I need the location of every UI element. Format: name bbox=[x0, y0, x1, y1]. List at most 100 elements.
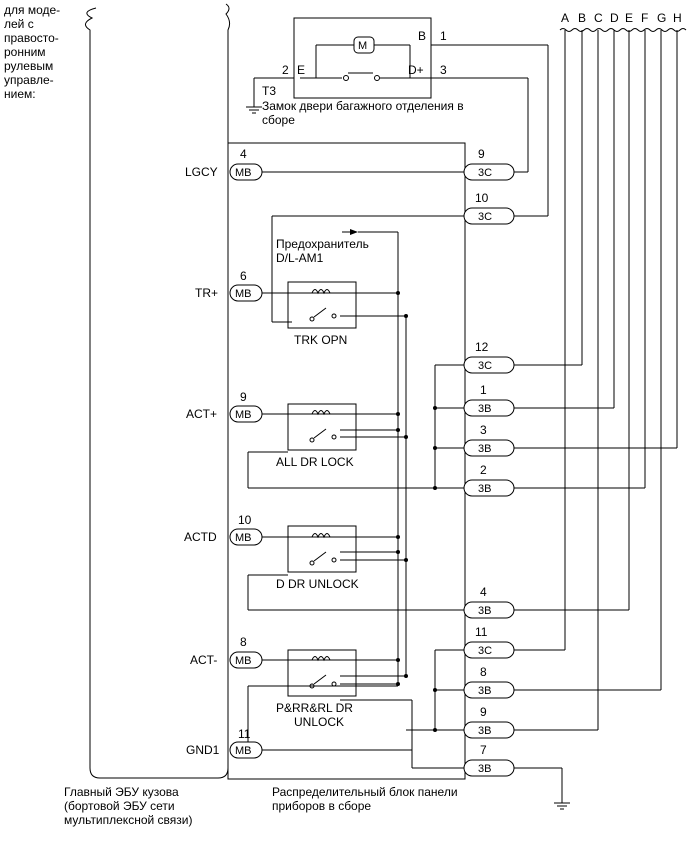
connector-pin-number: 12 bbox=[475, 340, 489, 354]
relay-coil-icon bbox=[311, 289, 331, 295]
body-ecu-outline bbox=[85, 3, 231, 779]
connector-label: 3B bbox=[478, 763, 491, 775]
left-note-line: лей с bbox=[4, 17, 34, 31]
ecu-pin-name: ACT- bbox=[190, 653, 217, 667]
connector-3b-9: 9 3B bbox=[463, 705, 515, 739]
connector-3b-3: 3 3B bbox=[463, 423, 515, 457]
connector-label: 3B bbox=[478, 403, 491, 415]
connector-pin-number: 4 bbox=[480, 585, 487, 599]
left-note-line: рулевым bbox=[4, 59, 53, 73]
relay-coil-icon bbox=[311, 410, 331, 416]
connector-pin-number: 10 bbox=[475, 191, 489, 205]
trunk-lock-assembly: M B 1 E 2 D+ 3 T3 Замок двери багажного … bbox=[246, 17, 464, 127]
relay-label: P&RR&RL DR bbox=[276, 701, 353, 715]
relay-label: D DR UNLOCK bbox=[276, 577, 359, 591]
ecu-pin-number: 11 bbox=[238, 727, 251, 741]
fuse-label: Предохранитель D/L-AM1 bbox=[276, 237, 369, 265]
ecu-pin-name: ACTD bbox=[184, 530, 217, 544]
connector-3c-9: 9 3C bbox=[463, 147, 515, 181]
junction-block-caption-line: Распределительный блок панели bbox=[272, 785, 458, 799]
connector-pin-number: 9 bbox=[478, 147, 485, 161]
ecu-pin-act-plus: ACT+ 9 MB bbox=[186, 390, 263, 423]
fuse-label-line: D/L-AM1 bbox=[276, 251, 324, 265]
column-label: H bbox=[673, 11, 682, 25]
pin-d-number: 3 bbox=[440, 63, 447, 77]
connector-label: 3B bbox=[478, 685, 491, 697]
relay-all-dr-lock: ALL DR LOCK bbox=[276, 403, 357, 469]
relay-label: ALL DR LOCK bbox=[276, 455, 354, 469]
connector-3c-10: 10 3C bbox=[463, 191, 515, 225]
internal-wiring bbox=[247, 171, 464, 769]
relay-label: TRK OPN bbox=[294, 333, 347, 347]
connector-label: 3B bbox=[478, 725, 491, 737]
column-label: G bbox=[657, 11, 666, 25]
left-note-line: для моде- bbox=[4, 3, 60, 17]
column-label: C bbox=[594, 11, 603, 25]
connector-label: 3C bbox=[478, 211, 492, 223]
ecu-pin-name: LGCY bbox=[185, 165, 218, 179]
left-note: для моде- лей с правосто- ронним рулевым… bbox=[4, 3, 60, 101]
connector-pin-number: 2 bbox=[480, 463, 487, 477]
connector-pin-number: 9 bbox=[480, 705, 487, 719]
ecu-pin-lgcy: LGCY 4 MB bbox=[185, 147, 263, 181]
connector-3b-4: 4 3B bbox=[463, 585, 515, 619]
right-connectors: 9 3C 10 3C 12 3C 1 3B 3 3B 2 3B bbox=[463, 147, 515, 777]
trunk-lock-caption-line: Замок двери багажного отделения в bbox=[262, 99, 464, 113]
motor-label: M bbox=[358, 40, 367, 52]
body-ecu-caption-line: (бортовой ЭБУ сети bbox=[64, 799, 175, 813]
ecu-pin-number: 10 bbox=[238, 513, 252, 527]
ecu-pin-actd: ACTD 10 MB bbox=[184, 513, 263, 546]
connector-label: MB bbox=[235, 288, 252, 300]
ecu-pin-gnd1: GND1 11 MB bbox=[186, 727, 263, 759]
left-note-line: ронним bbox=[4, 45, 46, 59]
connector-3b-7: 7 3B bbox=[463, 743, 515, 777]
column-label: A bbox=[561, 11, 569, 25]
body-ecu-caption: Главный ЭБУ кузова (бортовой ЭБУ сети му… bbox=[64, 785, 192, 827]
ecu-pin-name: ACT+ bbox=[186, 407, 217, 421]
connector-label: 3B bbox=[478, 605, 491, 617]
connector-pin-number: 7 bbox=[480, 743, 487, 757]
column-wires bbox=[514, 30, 678, 810]
relay-label: UNLOCK bbox=[294, 715, 344, 729]
ecu-pin-name: TR+ bbox=[195, 286, 218, 300]
ecu-pin-number: 8 bbox=[240, 635, 247, 649]
left-note-line: нием: bbox=[4, 87, 36, 101]
connector-label: MB bbox=[235, 167, 252, 179]
ecu-pin-number: 6 bbox=[240, 269, 247, 283]
connector-pin-number: 8 bbox=[480, 665, 487, 679]
relay-coil-icon bbox=[311, 533, 331, 539]
connector-label: 3C bbox=[478, 360, 492, 372]
junction-block-caption: Распределительный блок панели приборов в… bbox=[272, 785, 458, 813]
pin-e-label: E bbox=[297, 63, 305, 77]
fuse-label-line: Предохранитель bbox=[276, 237, 369, 251]
trunk-lock-code: T3 bbox=[262, 84, 276, 98]
connector-label: MB bbox=[235, 745, 252, 757]
ecu-pin-act-minus: ACT- 8 MB bbox=[190, 635, 263, 669]
trunk-wires bbox=[431, 44, 549, 217]
ecu-pin-number: 9 bbox=[240, 390, 247, 404]
column-label: E bbox=[625, 11, 633, 25]
connector-3b-1: 1 3B bbox=[463, 383, 515, 417]
connector-pin-number: 11 bbox=[475, 625, 488, 639]
pin-d-label: D+ bbox=[408, 63, 424, 77]
relay-p-rr-rl-dr-unlock: P&RR&RL DR UNLOCK bbox=[276, 649, 357, 729]
junction-block-outline bbox=[227, 142, 466, 780]
left-note-line: управле- bbox=[4, 73, 54, 87]
connector-label: 3C bbox=[478, 645, 492, 657]
column-label: B bbox=[578, 11, 586, 25]
column-labels: A B C D E F G H bbox=[559, 11, 687, 32]
column-label: D bbox=[610, 11, 619, 25]
body-ecu-caption-line: мультиплексной связи) bbox=[64, 813, 192, 827]
connector-3c-11: 11 3C bbox=[463, 625, 515, 659]
connector-3b-2: 2 3B bbox=[463, 463, 515, 497]
body-ecu-caption-line: Главный ЭБУ кузова bbox=[64, 785, 179, 799]
connector-label: MB bbox=[235, 655, 252, 667]
trunk-lock-caption-line: сборе bbox=[262, 113, 295, 127]
pin-e-number: 2 bbox=[282, 63, 289, 77]
ecu-pin-tr-plus: TR+ 6 MB bbox=[195, 269, 263, 302]
connector-label: MB bbox=[235, 532, 252, 544]
connector-label: 3B bbox=[478, 483, 491, 495]
ecu-pin-number: 4 bbox=[240, 147, 247, 161]
pin-b-number: 1 bbox=[440, 29, 447, 43]
